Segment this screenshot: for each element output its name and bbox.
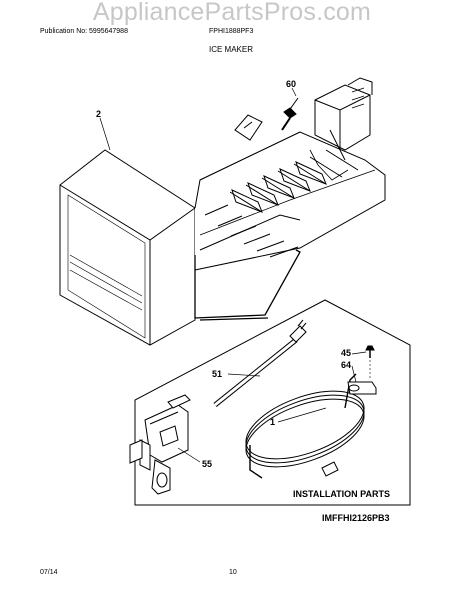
control-module [314,77,373,161]
watermark-text: AppliancePartsPros.com [92,0,372,26]
leader-lines [99,87,367,463]
water-line-1 [245,373,365,479]
callout-45: 45 [341,348,351,358]
callout-64: 64 [341,360,351,370]
callout-55: 55 [202,459,212,469]
callout-1: 1 [270,417,275,427]
publication-number: Publication No: 5995647988 [40,28,128,35]
tube-51 [213,319,307,407]
diagram-code: IMFFHI2126PB3 [322,513,390,523]
screw-60 [281,97,299,131]
bail-arm [194,249,301,321]
clamp-64 [347,345,377,395]
ice-maker-housing [59,149,196,346]
installation-parts-label: INSTALLATION PARTS [293,489,390,499]
model-number: FPHI1888PF3 [209,28,254,35]
callout-60: 60 [286,79,296,89]
page-number: 10 [229,569,237,576]
callout-2: 2 [96,109,101,119]
footer-date: 07/14 [40,569,58,576]
installation-parts-box [134,299,411,506]
ice-maker-mold [194,114,386,271]
section-title: ICE MAKER [209,45,254,54]
callout-51: 51 [212,369,222,379]
water-valve-55 [129,394,191,495]
